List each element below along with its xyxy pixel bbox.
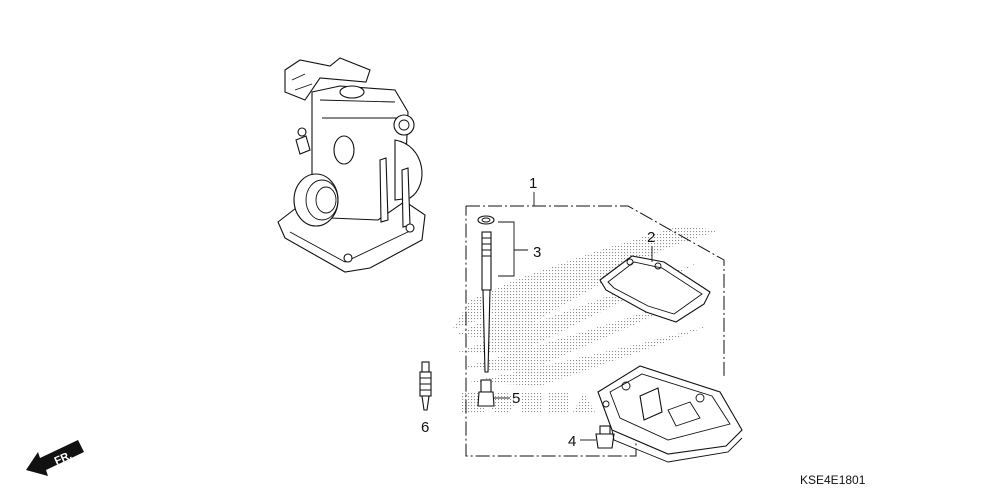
float-chamber xyxy=(597,365,743,463)
diagram-code: KSE4E1801 xyxy=(800,473,866,487)
main-jet xyxy=(477,379,510,407)
callout-4: 4 xyxy=(568,433,576,450)
callout-2: 2 xyxy=(647,229,655,246)
jet-needle xyxy=(477,215,528,373)
callout-1: 1 xyxy=(529,175,537,192)
callout-5: 5 xyxy=(512,390,520,407)
callout-3: 3 xyxy=(533,244,541,261)
front-direction-arrow-icon: FR. xyxy=(26,440,84,476)
float-chamber-gasket xyxy=(599,246,711,323)
honda-lettering-watermark xyxy=(462,392,596,414)
callout-6: 6 xyxy=(421,419,429,436)
pilot-screw xyxy=(419,361,432,411)
drain-bolt xyxy=(580,425,615,449)
carburetor-assembly xyxy=(277,57,426,273)
